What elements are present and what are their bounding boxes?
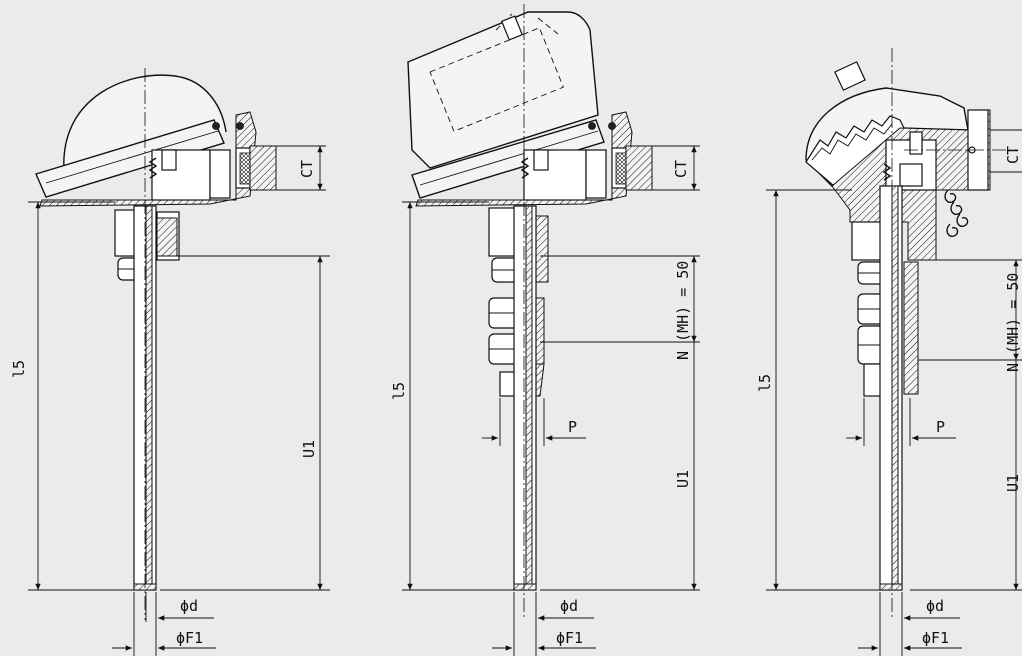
head-lid [407, 11, 599, 169]
chain-icon [944, 189, 969, 237]
dim-f1: ϕF1 [556, 629, 583, 647]
thermowell-tube [879, 185, 903, 591]
dim-d: ϕd [560, 597, 578, 615]
neck [851, 221, 885, 261]
dim-ct: CT [672, 160, 690, 178]
dim-l5: l5 [390, 382, 408, 400]
dim-d: ϕd [926, 597, 944, 615]
dim-p: P [936, 418, 945, 436]
dim-l5: l5 [756, 374, 774, 392]
figure-threaded-fitting: l5 N (MH) = 50 U1 CT P ϕd ϕF1 [390, 4, 700, 656]
dim-ct: CT [298, 160, 316, 178]
dim-f1: ϕF1 [176, 629, 203, 647]
figure-straight-thermowell: l5 U1 CT ϕd ϕF1 [10, 68, 330, 656]
dim-ct: CT [1004, 146, 1022, 164]
dim-f1: ϕF1 [922, 629, 949, 647]
thermowell-tube [513, 205, 537, 591]
dim-n: N (MH) = 50 [1004, 273, 1022, 372]
dim-u1: U1 [1004, 474, 1022, 492]
dim-d: ϕd [180, 597, 198, 615]
dim-u1: U1 [674, 470, 692, 488]
dim-n: N (MH) = 50 [674, 261, 692, 360]
head-base [411, 119, 605, 199]
figure-threaded-head-b: l5 N (MH) = 50 U1 CT P ϕd ϕF1 [756, 48, 1022, 656]
cap-screw [834, 61, 866, 91]
dim-u1: U1 [300, 440, 318, 458]
dim-l5: l5 [10, 360, 28, 378]
dim-p: P [568, 418, 577, 436]
head-lid [35, 119, 225, 198]
